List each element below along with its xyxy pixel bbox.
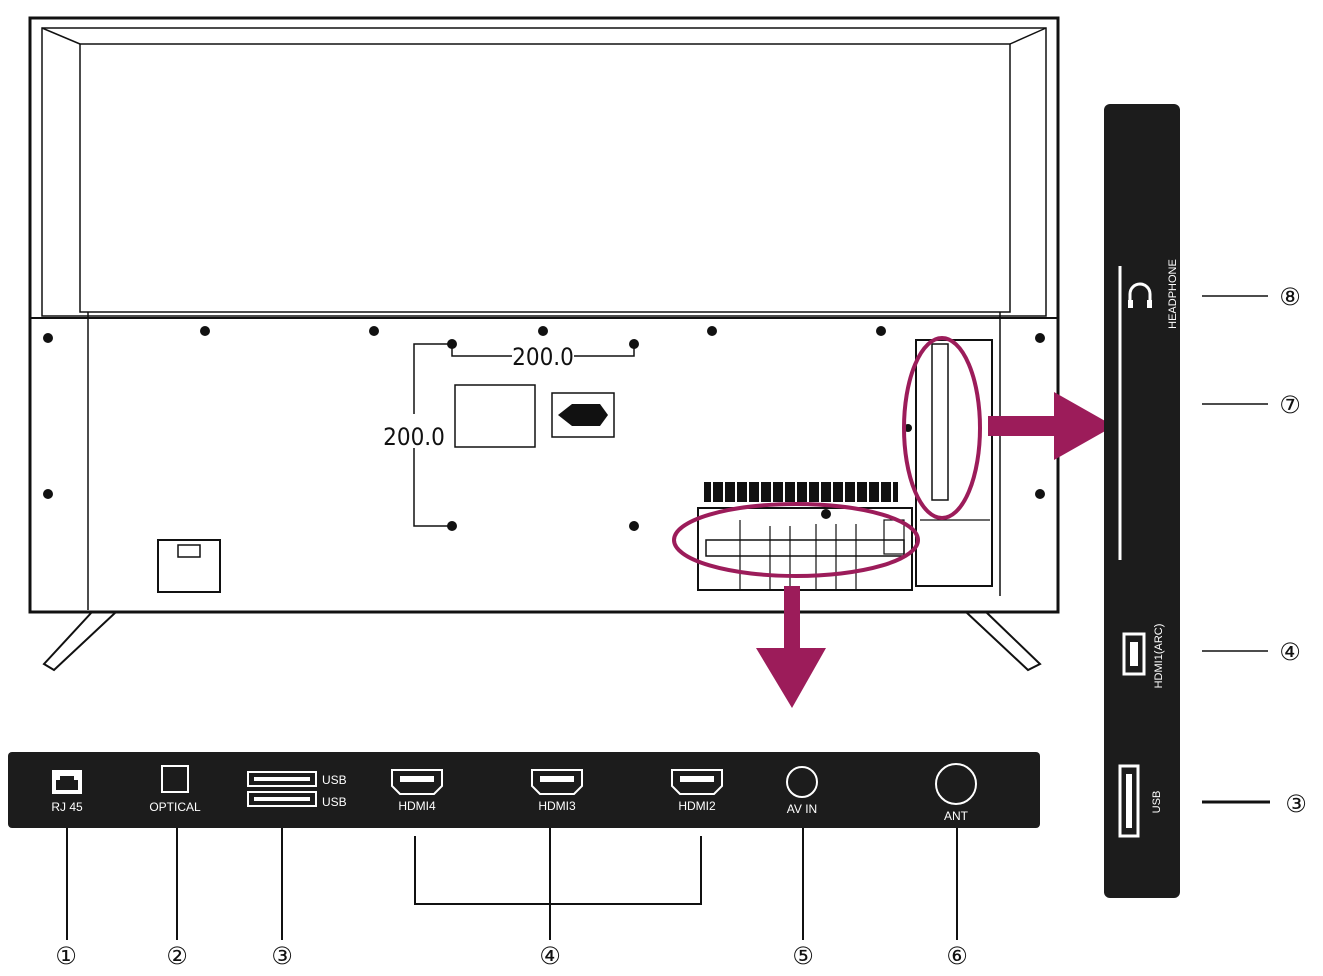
callout-3: ③ (271, 942, 293, 970)
bottom-leader-lines (66, 828, 958, 940)
tv-outer-frame (28, 16, 1060, 614)
hdmi1-arc-label: HDMI1(ARC) (1153, 624, 1165, 689)
right-arrow (988, 392, 1114, 460)
bottom-callout-numbers: ① ② ③ ④ ⑤ ⑥ (55, 942, 968, 970)
hdmi2-label: HDMI2 (678, 799, 716, 813)
optical-label: OPTICAL (149, 800, 201, 814)
right-stand (965, 611, 1042, 672)
logo-plate (551, 392, 615, 438)
rj45-icon (52, 770, 82, 794)
callout-2: ② (166, 942, 188, 970)
side-usb-label: USB (1151, 791, 1163, 814)
callout-8: ⑧ (1279, 283, 1301, 311)
highlight-arrows (756, 392, 1114, 708)
hdmi4-icon (391, 769, 443, 795)
av-in-icon (786, 766, 818, 798)
side-ports-highlight (902, 336, 982, 520)
side-connector-panel (1104, 104, 1180, 898)
rj45-label: RJ 45 (51, 800, 83, 814)
power-socket (157, 539, 221, 593)
av-in-label: AV IN (787, 802, 817, 816)
vesa-horizontal-label: 200.0 (512, 343, 574, 371)
hdmi3-icon (531, 769, 583, 795)
callout-4: ④ (539, 942, 561, 970)
vent-grille (704, 482, 898, 502)
hdmi3-label: HDMI3 (538, 799, 576, 813)
left-stand (42, 611, 117, 672)
optical-icon (161, 765, 189, 793)
vesa-vertical-dim (413, 343, 452, 527)
usb-dual-icon (247, 771, 317, 807)
headphone-label: HEADPHONE (1167, 259, 1179, 329)
port-labels: RJ 45 OPTICAL USB USB HDMI4 HDMI3 HDMI2 … (51, 773, 968, 823)
hdmi4-label: HDMI4 (398, 799, 436, 813)
port-icons (52, 763, 977, 807)
side-port-labels: HEADPHONE HDMI1(ARC) USB (1151, 259, 1179, 813)
label-plate (454, 384, 536, 448)
callout-3-side: ③ (1285, 790, 1307, 818)
tv-inner-frame (41, 27, 1047, 317)
side-connector-bay (915, 339, 993, 587)
hdmi1-arc-icon (1122, 632, 1146, 676)
hdmi2-icon (671, 769, 723, 795)
tv-back-cover (87, 312, 1001, 610)
down-arrow (756, 586, 826, 708)
headphone-icon (1128, 282, 1152, 308)
ant-label: ANT (944, 809, 969, 823)
side-leader-lines (1202, 295, 1270, 804)
highlight-marks (672, 336, 982, 578)
callout-5: ⑤ (792, 942, 814, 970)
callout-4-side: ④ (1279, 638, 1301, 666)
ant-icon (935, 763, 977, 805)
side-callout-numbers: ⑧ ⑦ ④ ③ (1279, 283, 1307, 818)
tv-screen-back (79, 43, 1011, 313)
usb-lower-label: USB (322, 795, 347, 809)
usb-upper-label: USB (322, 773, 347, 787)
callout-1: ① (55, 942, 77, 970)
side-usb-icon (1118, 764, 1140, 838)
side-port-icons (1118, 266, 1152, 838)
callout-6: ⑥ (946, 942, 968, 970)
callout-7: ⑦ (1279, 391, 1301, 419)
screw-holes (43, 326, 1045, 531)
vesa-vertical-label: 200.0 (383, 423, 445, 451)
bottom-ports-highlight (672, 502, 920, 578)
